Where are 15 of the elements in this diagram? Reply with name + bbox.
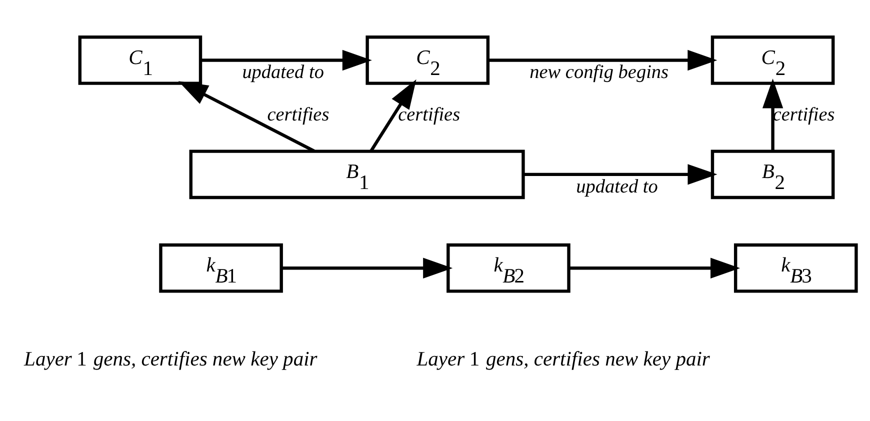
arrow bbox=[370, 78, 416, 152]
edge-label: certifies bbox=[267, 104, 330, 126]
arrow bbox=[762, 78, 784, 151]
arrow bbox=[524, 164, 718, 184]
edge-label: new config begins bbox=[530, 62, 669, 83]
label: Layer 1 gens, certifies new key pair bbox=[24, 348, 318, 370]
edge-label: updated to bbox=[576, 176, 658, 197]
arrow bbox=[282, 257, 453, 278]
label: Layer 1 gens, certifies new key pair bbox=[416, 348, 710, 370]
edge-label: certifies bbox=[398, 104, 460, 126]
arrow bbox=[178, 80, 315, 152]
arrow bbox=[200, 49, 372, 70]
edge-label: updated to bbox=[242, 62, 324, 83]
arrow bbox=[488, 49, 718, 70]
arrow bbox=[569, 257, 740, 278]
